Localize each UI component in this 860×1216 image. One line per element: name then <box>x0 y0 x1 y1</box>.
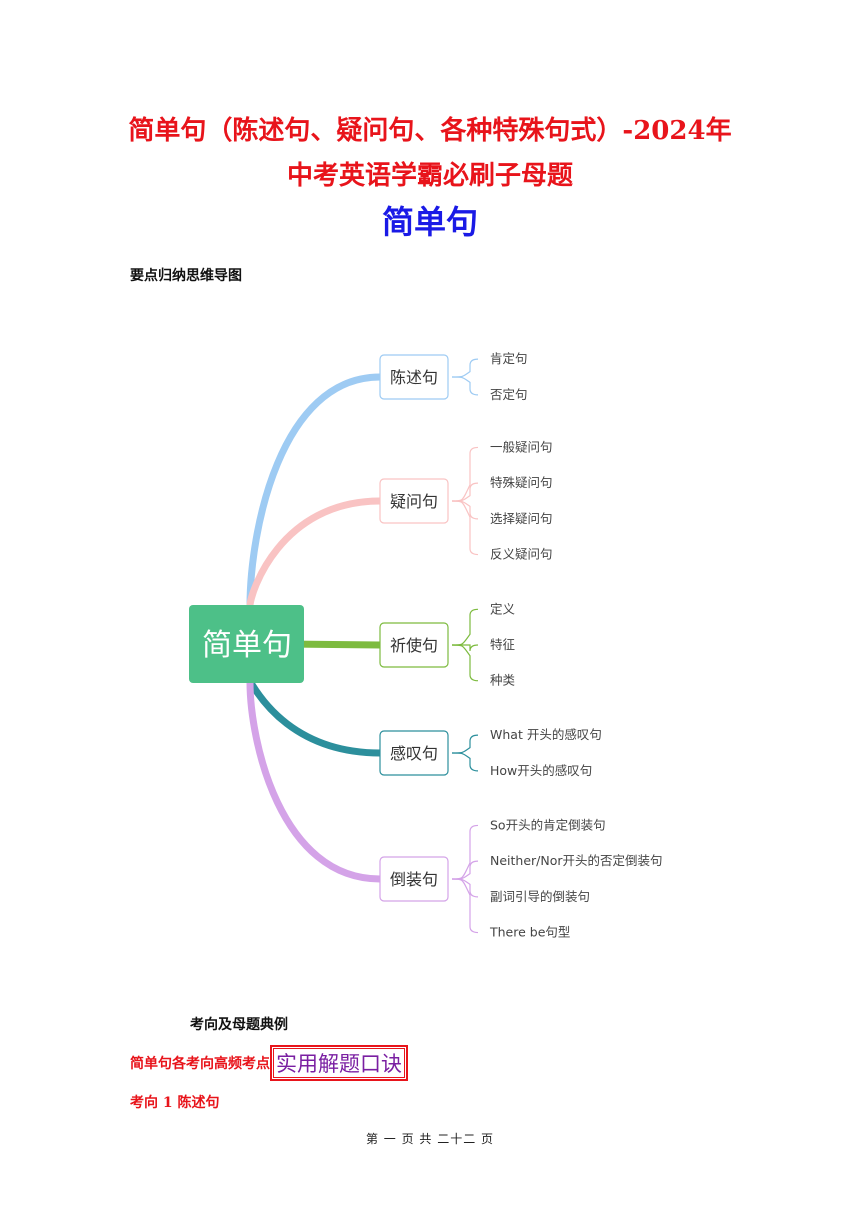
branch-node <box>379 856 449 902</box>
child-connector <box>451 734 479 754</box>
child-label: 定义 <box>490 601 516 616</box>
child-connector <box>451 500 479 556</box>
high-freq-label: 简单句各考向高频考点 <box>130 1056 270 1072</box>
mindmap-heading: 要点归纳思维导图 <box>130 268 242 284</box>
branch-node <box>379 478 449 524</box>
branch-node <box>379 730 449 776</box>
child-connector <box>451 446 479 502</box>
branch-label: 倒装句 <box>390 870 438 889</box>
child-label: 选择疑问句 <box>490 511 553 526</box>
child-label: 反义疑问句 <box>490 547 553 562</box>
child-connector <box>451 824 479 880</box>
child-connector <box>451 878 479 898</box>
child-label: What 开头的感叹句 <box>490 727 602 742</box>
child-connector <box>451 878 479 934</box>
child-connector <box>451 500 479 520</box>
child-connector <box>451 358 479 378</box>
child-connector <box>451 752 479 772</box>
child-label: 肯定句 <box>490 351 528 366</box>
child-label: 特殊疑问句 <box>490 475 553 490</box>
root-node <box>189 605 304 683</box>
child-connector <box>452 644 479 652</box>
branch-label: 感叹句 <box>390 744 438 763</box>
child-connector <box>451 644 479 682</box>
high-freq-row: 简单句各考向高频考点 实用解题口诀 <box>130 1045 408 1081</box>
branch-label: 陈述句 <box>390 368 438 387</box>
child-connector <box>451 608 479 646</box>
root-label: 简单句 <box>202 628 292 663</box>
child-connector <box>451 860 479 880</box>
branch-line <box>246 497 384 610</box>
child-label: 否定句 <box>490 387 528 402</box>
child-connector <box>451 482 479 502</box>
branch-node <box>379 622 449 668</box>
title-line-1: 简单句（陈述句、疑问句、各种特殊句式）-2024年 <box>128 116 732 146</box>
page-footer: 第 一 页 共 二十二 页 <box>365 1132 495 1146</box>
subtitle: 简单句 <box>381 203 478 241</box>
branch-label: 疑问句 <box>390 492 438 511</box>
child-label: 一般疑问句 <box>490 439 553 454</box>
examples-heading: 考向及母题典例 <box>190 1017 288 1033</box>
branch-label: 祈使句 <box>390 636 438 655</box>
child-label: 种类 <box>490 673 516 688</box>
practical-tip-box: 实用解题口诀 <box>270 1045 408 1081</box>
child-label: How开头的感叹句 <box>490 763 592 778</box>
child-label: There be句型 <box>489 925 570 940</box>
child-label: 副词引导的倒装句 <box>490 889 590 904</box>
direction-1-heading: 考向 1 陈述句 <box>130 1095 220 1111</box>
child-label: So开头的肯定倒装句 <box>490 817 606 832</box>
child-label: Neither/Nor开头的否定倒装句 <box>490 853 663 868</box>
branch-line <box>246 678 384 757</box>
branch-node <box>379 354 449 400</box>
branch-line <box>246 373 384 610</box>
child-label: 特征 <box>490 637 516 652</box>
title-line-2: 中考英语学霸必刷子母题 <box>286 161 573 191</box>
child-connector <box>451 376 479 396</box>
branch-line <box>246 678 384 883</box>
